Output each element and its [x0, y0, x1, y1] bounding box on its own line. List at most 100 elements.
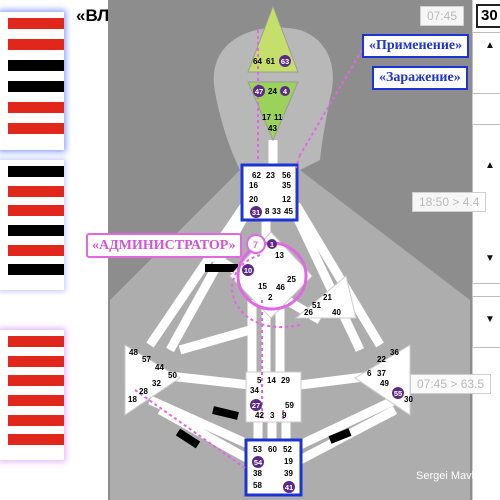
gate-46: 46 — [276, 283, 285, 292]
gate-44: 44 — [155, 363, 164, 372]
gate-58: 58 — [253, 481, 262, 490]
hexagram-line — [8, 225, 64, 236]
gate-2: 2 — [268, 293, 273, 302]
hexagram-card-1 — [0, 12, 64, 150]
g-center — [229, 231, 313, 319]
gate-42: 42 — [255, 411, 264, 420]
gate-5: 5 — [257, 376, 262, 385]
author-credit: Sergei Mavlato — [416, 470, 490, 482]
gate-10: 10 — [244, 266, 252, 275]
hexagram-line — [8, 166, 64, 177]
gate-56: 56 — [282, 171, 291, 180]
scroll-box-1[interactable] — [472, 32, 500, 94]
hexagram-line — [8, 81, 64, 92]
gate-53: 53 — [253, 445, 262, 454]
arrow-up-icon[interactable]: ▲ — [485, 40, 495, 51]
gate-60: 60 — [268, 445, 277, 454]
gate-25: 25 — [287, 275, 296, 284]
gate-27: 27 — [252, 401, 260, 410]
gate-dot-41 — [283, 481, 295, 493]
gate-9: 9 — [282, 411, 287, 420]
gate-40: 40 — [332, 308, 341, 317]
gate-13: 13 — [275, 251, 284, 260]
hexagram-line — [8, 18, 64, 29]
hexagram-line — [8, 185, 64, 197]
gate-8: 8 — [265, 207, 270, 216]
gate-64: 64 — [253, 57, 262, 66]
gate-47: 47 — [255, 87, 263, 96]
gate-62: 62 — [252, 171, 261, 180]
gate-dot-10 — [242, 264, 254, 276]
ego-center — [294, 275, 357, 319]
gate-57: 57 — [142, 355, 151, 364]
hexagram-line — [8, 205, 64, 217]
arrow-down-icon[interactable]: ▼ — [485, 253, 495, 264]
gate-17: 17 — [262, 113, 271, 122]
gate-41: 41 — [285, 483, 293, 492]
gate-63: 63 — [281, 57, 289, 66]
application-tag: «Применение» — [362, 34, 470, 58]
gate-43: 43 — [268, 124, 277, 133]
hexagram-line — [8, 123, 64, 134]
time-label-mid: 18:50 > 4.4 — [412, 192, 487, 212]
gate-dot-47 — [253, 85, 265, 97]
gate-54: 54 — [254, 458, 263, 467]
hexagram-line — [8, 102, 64, 113]
gate-59: 59 — [285, 401, 294, 410]
gate-12: 12 — [282, 195, 291, 204]
hexagram-line — [8, 434, 64, 446]
gate-29: 29 — [281, 376, 290, 385]
hexagram-line — [8, 60, 64, 71]
administrator-tag: «АДМИНИСТРАТОР» — [86, 233, 242, 258]
gate-52: 52 — [283, 445, 292, 454]
gate-22: 22 — [377, 355, 386, 364]
hexagram-card-3 — [0, 330, 64, 460]
gate-6: 6 — [367, 369, 372, 378]
spleen-center — [124, 344, 181, 416]
sacral-center — [245, 371, 302, 423]
arrow-up-icon[interactable]: ▲ — [485, 160, 495, 171]
gate-4: 4 — [283, 87, 288, 96]
gate-33: 33 — [272, 207, 281, 216]
gate-20: 20 — [249, 195, 258, 204]
gate-7-highlight — [246, 234, 266, 254]
gate-dot-4 — [280, 86, 290, 96]
hexagram-line — [8, 244, 64, 256]
scroll-box-3[interactable] — [472, 296, 500, 348]
hexagram-card-2 — [0, 160, 64, 290]
gate-28: 28 — [139, 387, 148, 396]
hexagram-line — [8, 375, 64, 387]
gate-16: 16 — [249, 181, 258, 190]
gate-32: 32 — [152, 379, 161, 388]
gate-36: 36 — [390, 348, 399, 357]
gate-26: 26 — [304, 308, 313, 317]
gate-51: 51 — [312, 301, 321, 310]
gate-61: 61 — [266, 57, 275, 66]
gate-49: 49 — [380, 379, 389, 388]
gate-55: 55 — [394, 389, 402, 398]
gate-21: 21 — [323, 293, 332, 302]
hexagram-line — [8, 264, 64, 276]
gate-24: 24 — [268, 87, 277, 96]
gate-30: 30 — [404, 395, 413, 404]
gate-19: 19 — [284, 457, 293, 466]
gate-dot-27 — [250, 399, 262, 411]
gate-34: 34 — [250, 386, 259, 395]
gate-3: 3 — [270, 411, 275, 420]
gate-dot-1 — [267, 239, 277, 249]
gate-38: 38 — [253, 469, 262, 478]
gate-31: 31 — [252, 208, 260, 217]
gate-35: 35 — [282, 181, 291, 190]
panel-number: 30 — [476, 4, 500, 28]
hexagram-line — [8, 355, 64, 367]
hexagram-line — [8, 336, 64, 347]
hexagram-line — [8, 414, 64, 426]
gate-18: 18 — [128, 395, 137, 404]
gate-14: 14 — [267, 376, 276, 385]
gate-1: 1 — [270, 240, 274, 249]
activated-channels — [175, 264, 352, 449]
time-label-bottom: 07:45 > 63.5 — [410, 374, 492, 394]
gate-15: 15 — [258, 282, 267, 291]
arrow-down-icon[interactable]: ▼ — [485, 314, 495, 325]
gate-50: 50 — [168, 371, 177, 380]
